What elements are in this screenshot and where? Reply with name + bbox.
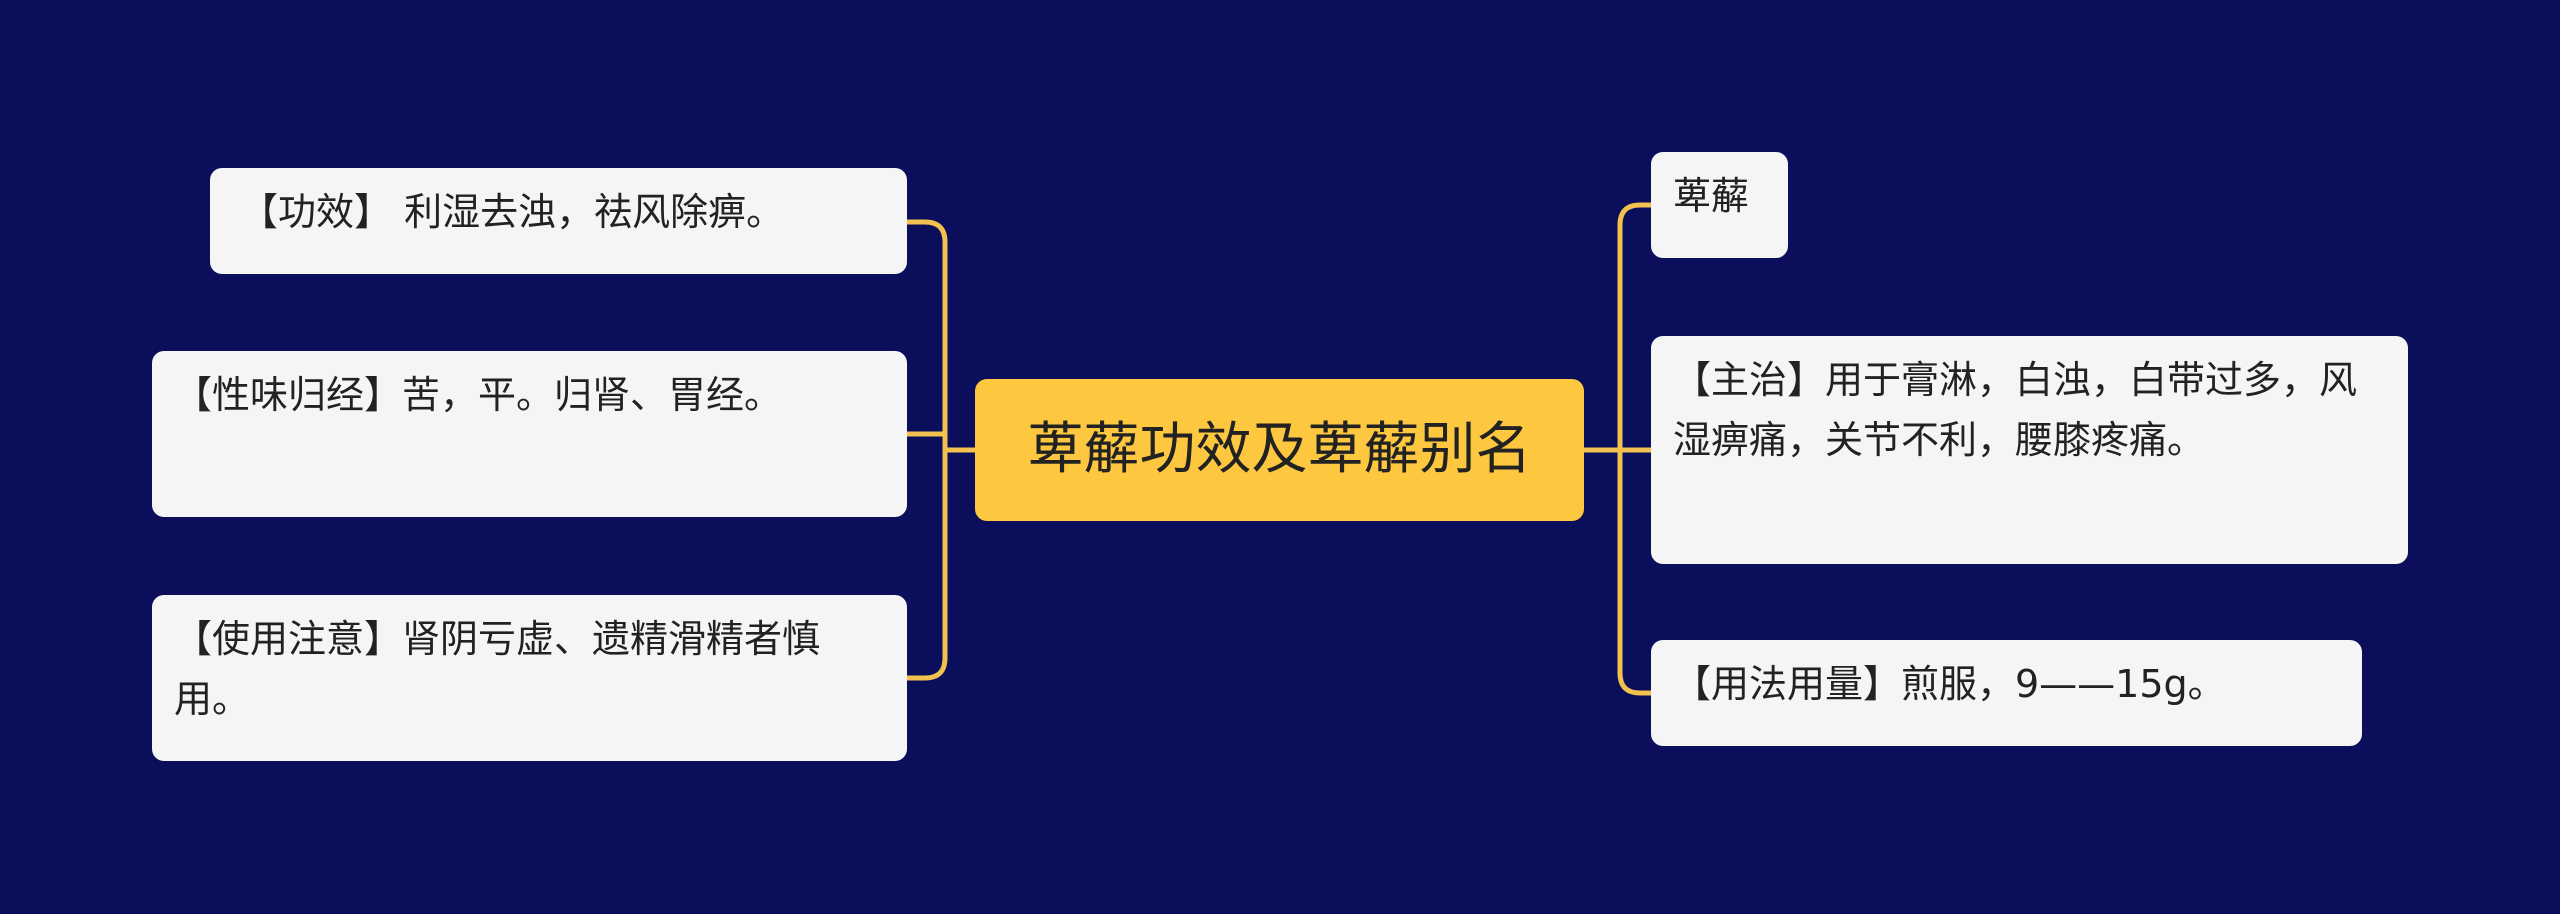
connector-left-caution xyxy=(907,447,975,681)
node-caution[interactable]: 【使用注意】肾阴亏虚、遗精滑精者慎用。 xyxy=(152,595,907,761)
central-topic[interactable]: 萆薢功效及萆薢别名 xyxy=(975,379,1584,521)
node-name[interactable]: 萆薢 xyxy=(1651,152,1788,258)
node-nature-meridian[interactable]: 【性味归经】苦，平。归肾、胃经。 xyxy=(152,351,907,517)
node-usage[interactable]: 【用法用量】煎服，9——15g。 xyxy=(1651,640,2362,746)
node-indications[interactable]: 【主治】用于膏淋，白浊，白带过多，风湿痹痛，关节不利，腰膝疼痛。 xyxy=(1651,336,2408,564)
node-efficacy[interactable]: 【功效】 利湿去浊，祛风除痹。 xyxy=(210,168,907,274)
connector-left-efficacy xyxy=(907,219,975,453)
connector-right-name xyxy=(1584,202,1651,453)
connector-right-usage xyxy=(1584,447,1651,696)
